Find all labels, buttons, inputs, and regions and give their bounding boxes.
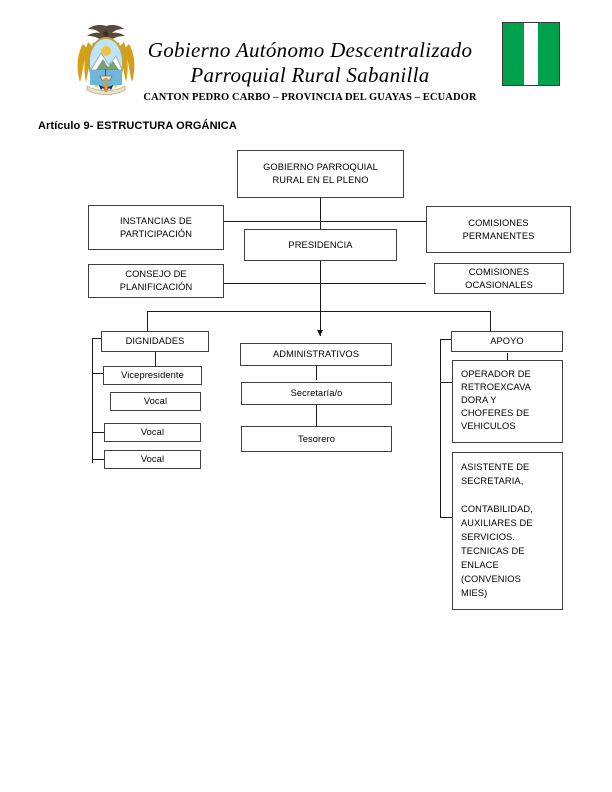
edge-stub-vicepresidente <box>92 373 104 374</box>
edge-spine-apoyo <box>440 339 441 517</box>
title-line-2: Parroquial Rural Sabanilla <box>190 63 430 87</box>
page-title: Artículo 9- ESTRUCTURA ORGÁNICA <box>38 120 237 132</box>
edge-dignidades-vicepresidente <box>155 352 156 366</box>
node-vocal-2[interactable]: Vocal <box>104 423 201 442</box>
node-vocal-1[interactable]: Vocal <box>110 392 201 411</box>
flag-band-white <box>523 23 539 85</box>
document-header: Gobierno Autónomo Descentralizado Parroq… <box>0 0 612 112</box>
ecuador-coat-of-arms-icon <box>77 25 135 95</box>
edge-stub-asistente <box>440 517 452 518</box>
node-instancias-participacion[interactable]: INSTANCIAS DE PARTICIPACIÓN <box>88 205 224 250</box>
node-consejo-planificacion[interactable]: CONSEJO DE PLANIFICACIÓN <box>88 264 224 298</box>
node-operador-retroexcavadora[interactable]: OPERADOR DE RETROEXCAVA DORA Y CHOFERES … <box>452 360 563 443</box>
edge-spine-dignidades <box>92 338 93 463</box>
node-comisiones-permanentes[interactable]: COMISIONES PERMANENTES <box>426 206 571 253</box>
flag-band-green-left <box>503 23 524 85</box>
node-secretaria[interactable]: Secretaría/o <box>241 382 392 405</box>
edge-stub-operador <box>440 382 452 383</box>
edge-administrativos-secretaria <box>316 366 317 380</box>
title-subtitle: CANTON PEDRO CARBO – PROVINCIA DEL GUAYA… <box>143 92 477 103</box>
node-administrativos[interactable]: ADMINISTRATIVOS <box>240 343 392 366</box>
edge-secretaria-tesorero <box>316 405 317 426</box>
edge-presidencia-spine <box>320 198 321 336</box>
edge-apoyo-operador <box>507 353 508 361</box>
node-apoyo[interactable]: APOYO <box>451 331 563 352</box>
flag-band-green-right <box>538 23 559 85</box>
edge-stub-dignidades <box>92 338 102 339</box>
node-gobierno-parroquial-pleno[interactable]: GOBIERNO PARROQUIAL RURAL EN EL PLENO <box>237 150 404 198</box>
edge-stub-apoyo <box>440 339 452 340</box>
node-tesorero[interactable]: Tesorero <box>241 426 392 452</box>
node-vocal-3[interactable]: Vocal <box>104 450 201 469</box>
edge-drop-dignidades <box>147 311 148 331</box>
title-line-1: Gobierno Autónomo Descentralizado <box>147 38 473 62</box>
node-dignidades[interactable]: DIGNIDADES <box>101 331 209 352</box>
edge-bus-level1-bottom <box>222 283 426 284</box>
node-asistente-secretaria[interactable]: ASISTENTE DE SECRETARIA, CONTABILIDAD, A… <box>452 452 563 610</box>
edge-bus-level2 <box>147 311 490 312</box>
node-vicepresidente[interactable]: Vicepresidente <box>103 366 202 385</box>
organization-title: Gobierno Autónomo Descentralizado Parroq… <box>140 38 480 105</box>
edge-stub-vocal-2 <box>92 432 104 433</box>
edge-drop-apoyo <box>490 311 491 331</box>
edge-bus-level1-top <box>222 221 426 222</box>
edge-stub-vocal-3 <box>92 459 104 460</box>
node-presidencia[interactable]: PRESIDENCIA <box>244 229 397 261</box>
parish-flag-icon <box>502 22 560 86</box>
edge-arrow-administrativos <box>317 330 323 336</box>
node-comisiones-ocasionales[interactable]: COMISIONES OCASIONALES <box>434 263 564 294</box>
